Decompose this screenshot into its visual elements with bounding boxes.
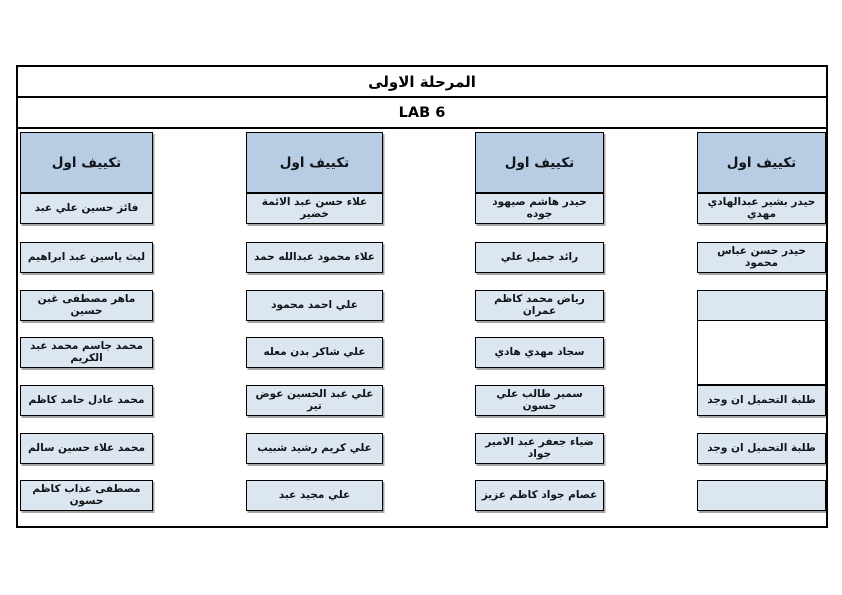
student-name-box: علاء حسن عبد الائمة خضير [246, 193, 383, 224]
empty-white-box [697, 320, 826, 385]
student-name-box: عصام جواد كاظم عزيز [475, 480, 604, 511]
column-4-header: تكييف اول [697, 132, 826, 193]
student-name-box: رياض محمد كاظم عمران [475, 290, 604, 321]
student-name-box: حيدر بشير عبدالهادي مهدي [697, 193, 826, 224]
student-name-box: ضياء جعفر عبد الامير جواد [475, 433, 604, 464]
student-name-box: محمد جاسم محمد عبد الكريم [20, 337, 153, 368]
student-name-box: فائز حسين علي عبد [20, 193, 153, 224]
stage-title: المرحلة الاولى [16, 65, 828, 98]
column-1-header: تكييف اول [20, 132, 153, 193]
student-name-box: محمد علاء حسين سالم [20, 433, 153, 464]
student-name-box: حيدر حسن عباس محمود [697, 242, 826, 273]
load-students-box: طلبة التحميل ان وجد [697, 433, 826, 464]
empty-box [697, 290, 826, 321]
student-name-box: علي مجيد عبد [246, 480, 383, 511]
lab-title: LAB 6 [16, 96, 828, 129]
empty-box [697, 480, 826, 511]
student-name-box: مصطفى عذاب كاظم حسون [20, 480, 153, 511]
student-name-box: علي كريم رشيد شبيب [246, 433, 383, 464]
student-name-box: سمير طالب علي حسون [475, 385, 604, 416]
student-name-box: حيدر هاشم صيهود جوده [475, 193, 604, 224]
student-name-box: ليث ياسين عبد ابراهيم [20, 242, 153, 273]
stage-title-text: المرحلة الاولى [368, 72, 476, 91]
column-2-header: تكييف اول [246, 132, 383, 193]
student-name-box: علي عبد الحسين عوض تير [246, 385, 383, 416]
student-name-box: علي شاكر بدن معله [246, 337, 383, 368]
student-name-box: رائد جميل علي [475, 242, 604, 273]
student-name-box: علي احمد محمود [246, 290, 383, 321]
lab-title-text: LAB 6 [398, 104, 446, 121]
student-name-box: محمد عادل حامد كاظم [20, 385, 153, 416]
column-3-header: تكييف اول [475, 132, 604, 193]
load-students-box: طلبة التحميل ان وجد [697, 385, 826, 416]
student-name-box: سجاد مهدي هادي [475, 337, 604, 368]
student-name-box: ماهر مصطفى غبن حسين [20, 290, 153, 321]
student-name-box: علاء محمود عبدالله حمد [246, 242, 383, 273]
